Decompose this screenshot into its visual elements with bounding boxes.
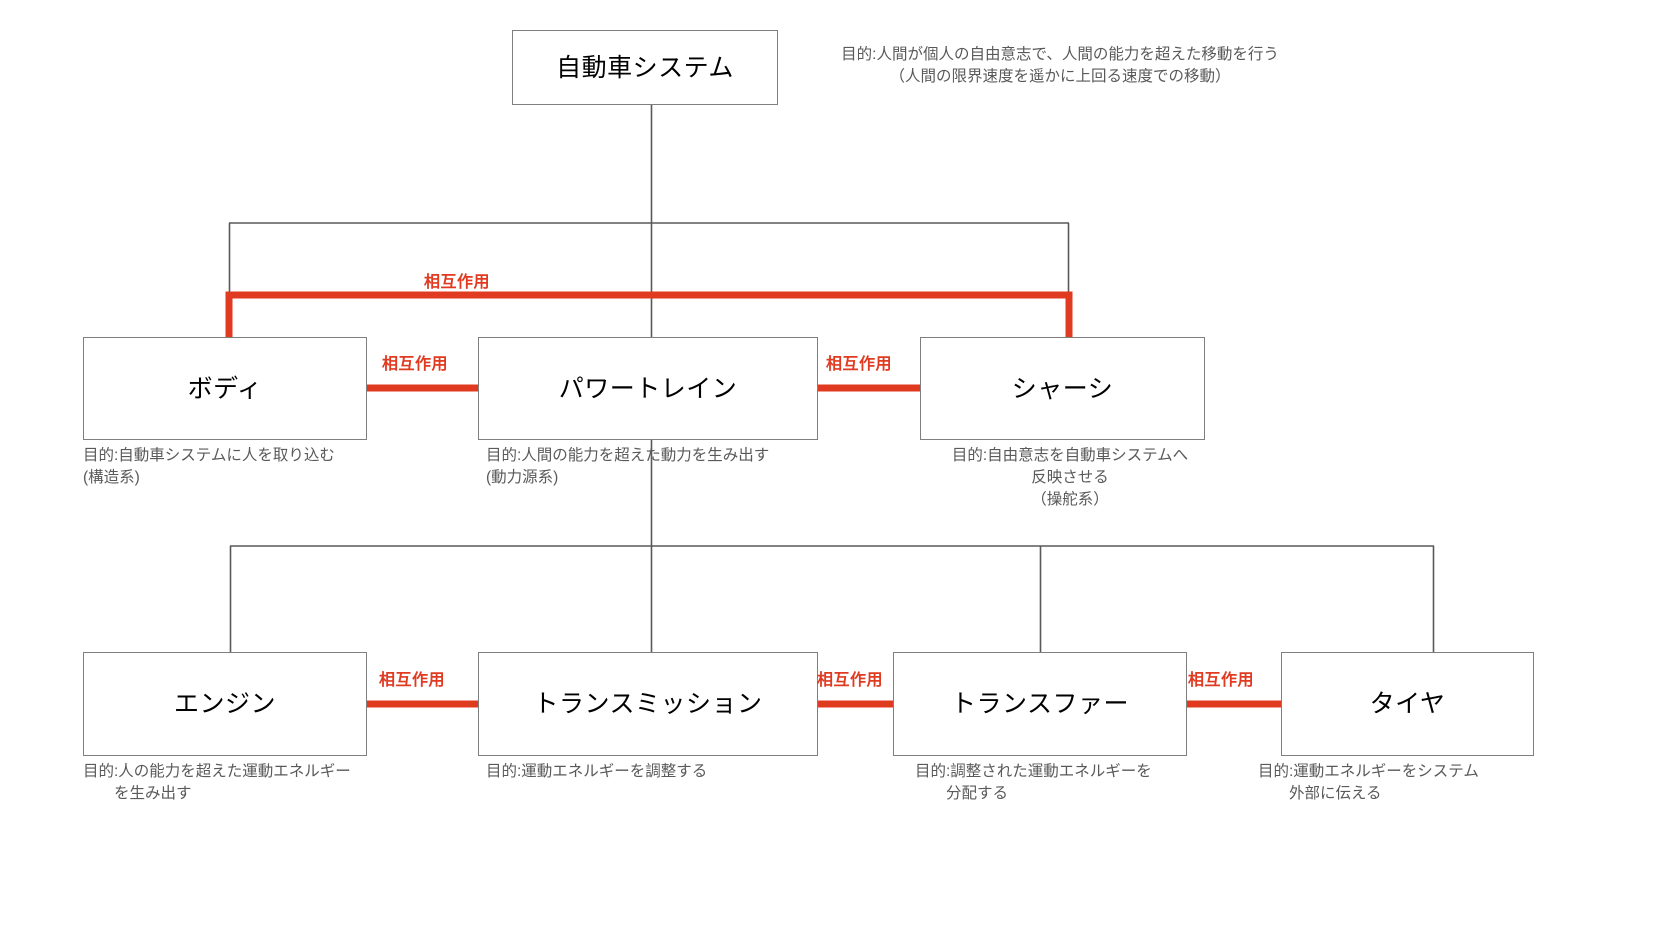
purpose-tire: 目的:運動エネルギーをシステム 外部に伝える <box>1258 763 1479 802</box>
node-label: パワートレイン <box>558 374 738 403</box>
purpose-engine: 目的:人の能力を超えた運動エネルギー を生み出す <box>83 763 351 802</box>
node-label: シャーシ <box>1011 374 1114 403</box>
node-transmission[interactable]: トランスミッション <box>478 652 818 756</box>
purpose-transmission: 目的:運動エネルギーを調整する <box>486 763 708 780</box>
node-chassis[interactable]: シャーシ <box>920 337 1205 440</box>
node-engine[interactable]: エンジン <box>83 652 367 756</box>
purpose-automobile-system: 目的:人間が個人の自由意志で、人間の能力を超えた移動を行う （人間の限界速度を遥… <box>841 46 1279 85</box>
node-label: ボディ <box>187 374 263 403</box>
interaction-label-body-chassis: 相互作用 <box>424 274 491 291</box>
purpose-body: 目的:自動車システムに人を取り込む (構造系) <box>83 447 335 486</box>
purpose-powertrain: 目的:人間の能力を超えた動力を生み出す (動力源系) <box>486 447 770 486</box>
node-label: トランスファー <box>950 690 1129 718</box>
interaction-label-engine-transmission: 相互作用 <box>379 672 446 689</box>
purpose-chassis: 目的:自由意志を自動車システムへ 反映させる （操舵系） <box>951 447 1189 508</box>
node-label: エンジン <box>173 690 276 718</box>
node-automobile-system[interactable]: 自動車システム <box>512 30 778 105</box>
node-transfer[interactable]: トランスファー <box>893 652 1187 756</box>
purpose-transfer: 目的:調整された運動エネルギーを 分配する <box>915 763 1152 802</box>
interaction-label-transfer-tire: 相互作用 <box>1188 672 1255 689</box>
interaction-label-powertrain-chassis: 相互作用 <box>826 356 893 373</box>
interaction-label-transmission-transfer: 相互作用 <box>817 672 884 689</box>
node-label: タイヤ <box>1369 690 1446 718</box>
node-label: トランスミッション <box>533 690 763 718</box>
node-body[interactable]: ボディ <box>83 337 367 440</box>
interaction-label-body-powertrain: 相互作用 <box>382 356 449 373</box>
node-tire[interactable]: タイヤ <box>1281 652 1534 756</box>
node-powertrain[interactable]: パワートレイン <box>478 337 818 440</box>
node-label: 自動車システム <box>556 53 734 82</box>
